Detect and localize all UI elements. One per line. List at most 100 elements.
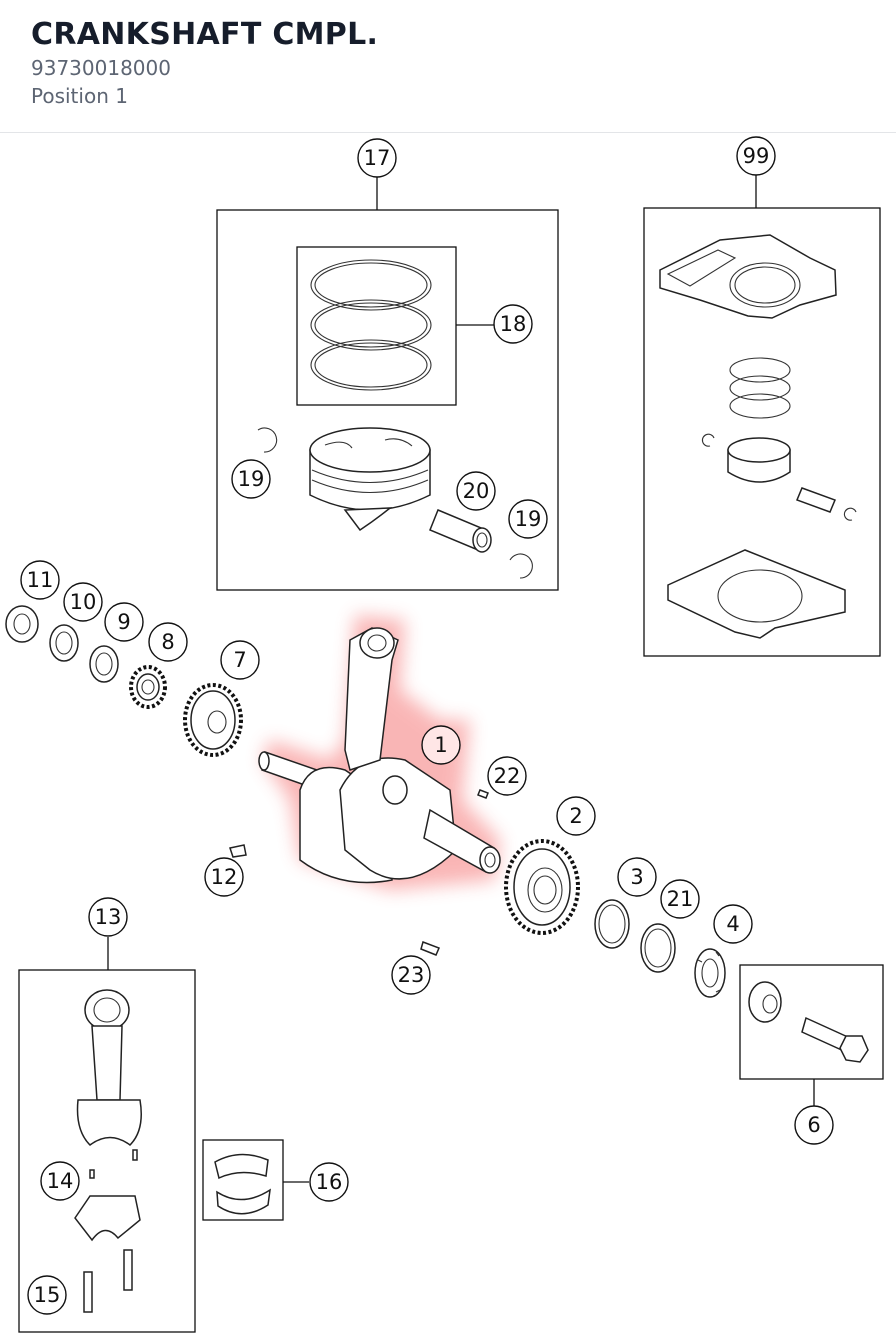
callout-c8[interactable]: 8: [148, 622, 188, 662]
callout-c21[interactable]: 21: [660, 879, 700, 919]
piston-kit-group: [216, 177, 559, 591]
bearing-11-image: [5, 605, 39, 643]
callout-number: 21: [667, 887, 694, 911]
callout-number: 20: [463, 479, 490, 503]
callout-circle: [713, 904, 753, 944]
callout-circle: [794, 1105, 834, 1145]
callout-number: 19: [238, 467, 265, 491]
callout-c16[interactable]: 16: [309, 1162, 349, 1202]
callout-c15[interactable]: 15: [27, 1275, 67, 1315]
callout-number: 3: [630, 865, 643, 889]
page-header: CRANKSHAFT CMPL. 93730018000 Position 1: [0, 0, 896, 133]
bolt-image: [801, 1016, 869, 1063]
gear-7-image: [183, 683, 243, 757]
callout-circle: [88, 897, 128, 937]
callout-circle: [357, 138, 397, 178]
spacer-image: [748, 981, 782, 1023]
gasket-kit-group: [643, 175, 881, 657]
callout-circle: [556, 796, 596, 836]
callout-c13[interactable]: 13: [88, 897, 128, 937]
callout-c12[interactable]: 12: [204, 857, 244, 897]
callout-c9[interactable]: 9: [104, 602, 144, 642]
callout-number: 19: [515, 507, 542, 531]
callout-c22[interactable]: 22: [487, 756, 527, 796]
base-gasket-image: [667, 549, 846, 639]
callout-circle: [617, 857, 657, 897]
part-number: 93730018000: [31, 56, 171, 80]
gear-8-image: [129, 665, 167, 709]
crankshaft-image: [258, 627, 501, 884]
bearing-shells-image: [214, 1153, 271, 1215]
callout-circle: [63, 582, 103, 622]
right-side-parts: [420, 789, 726, 998]
callout-number: 12: [211, 865, 238, 889]
callout-circle: [508, 499, 548, 539]
callout-circle: [309, 1162, 349, 1202]
circlip-image: [257, 427, 533, 579]
callout-number: 9: [117, 610, 130, 634]
callout-c1[interactable]: 1: [421, 725, 461, 765]
callout-number: 8: [161, 630, 174, 654]
callout-c3[interactable]: 3: [617, 857, 657, 897]
mini-piston-kit-image: [701, 357, 857, 521]
pin-22-image: [477, 789, 489, 799]
page-title: CRANKSHAFT CMPL.: [31, 17, 379, 52]
callout-c20[interactable]: 20: [456, 471, 496, 511]
bearing-shells-group: [202, 1139, 309, 1221]
callout-circle: [736, 136, 776, 176]
ring-3-image: [594, 899, 630, 949]
callout-c11[interactable]: 11: [20, 560, 60, 600]
callout-c10[interactable]: 10: [63, 582, 103, 622]
wrist-pin-image: [429, 509, 492, 553]
piston-image: [309, 427, 431, 532]
callout-circle: [660, 879, 700, 919]
gear-2-image: [504, 839, 580, 935]
callout-c4[interactable]: 4: [713, 904, 753, 944]
callout-number: 22: [494, 764, 521, 788]
crankshaft-assembly[interactable]: [258, 615, 501, 890]
callout-c19b[interactable]: 19: [508, 499, 548, 539]
pin-23-image: [420, 941, 440, 956]
callout-circle: [27, 1275, 67, 1315]
callout-number: 1: [434, 733, 447, 757]
head-gasket-image: [659, 234, 837, 319]
callout-circle: [204, 857, 244, 897]
callout-c6[interactable]: 6: [794, 1105, 834, 1145]
callout-number: 23: [398, 963, 425, 987]
nut-4-image: [694, 948, 726, 998]
callout-c19a[interactable]: 19: [231, 459, 271, 499]
callout-number: 10: [70, 590, 97, 614]
callout-number: 18: [500, 312, 527, 336]
callout-number: 99: [743, 144, 770, 168]
callout-number: 4: [726, 912, 739, 936]
callout-number: 17: [364, 146, 391, 170]
callout-number: 6: [807, 1113, 820, 1137]
callout-c14[interactable]: 14: [40, 1161, 80, 1201]
callout-circle: [493, 304, 533, 344]
conrod-kit-group: [18, 937, 196, 1333]
key-12-image: [229, 844, 247, 858]
callout-c17[interactable]: 17: [357, 138, 397, 178]
conrod-image: [76, 989, 142, 1146]
callout-circle: [40, 1161, 80, 1201]
callout-number: 7: [233, 648, 246, 672]
callout-circle: [421, 725, 461, 765]
callout-c2[interactable]: 2: [556, 796, 596, 836]
ring-21-image: [640, 923, 676, 973]
callout-circle: [231, 459, 271, 499]
callout-c23[interactable]: 23: [391, 955, 431, 995]
callout-number: 15: [34, 1283, 61, 1307]
callout-circle: [391, 955, 431, 995]
callout-c99[interactable]: 99: [736, 136, 776, 176]
callout-c7[interactable]: 7: [220, 640, 260, 680]
washer-10-image: [49, 624, 79, 662]
callout-number: 11: [27, 568, 54, 592]
callout-circle: [487, 756, 527, 796]
callout-number: 14: [47, 1169, 74, 1193]
callout-number: 13: [95, 905, 122, 929]
piston-rings-image: [310, 259, 432, 391]
callout-circle: [148, 622, 188, 662]
callout-number: 2: [569, 804, 582, 828]
callout-c18[interactable]: 18: [493, 304, 533, 344]
